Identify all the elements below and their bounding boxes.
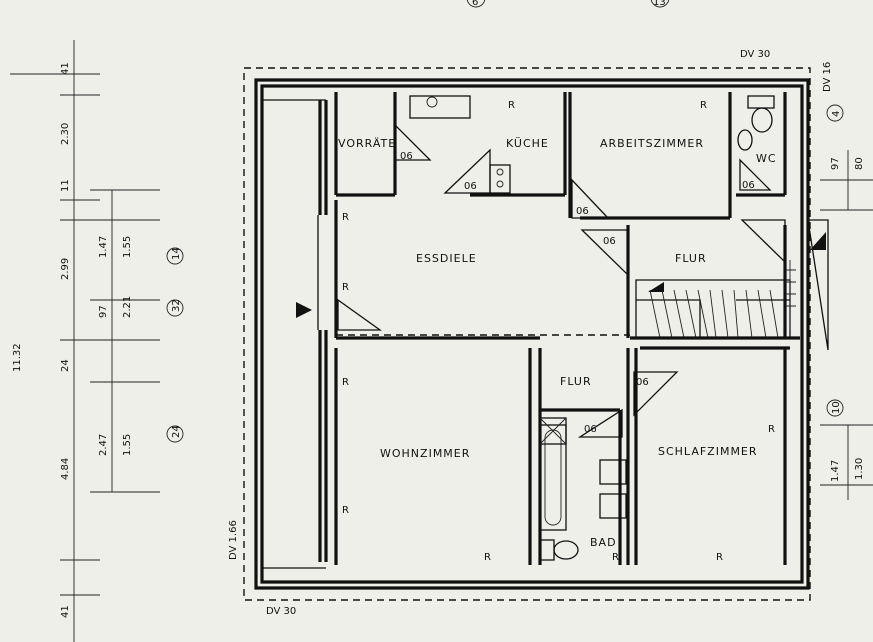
dv-label-bottom: DV 30 [266, 606, 296, 617]
radiator-mark: R [716, 552, 723, 563]
radiator-mark: R [508, 100, 515, 111]
circled-marker: 13 [653, 0, 666, 8]
dim-label: 24 [60, 359, 71, 372]
room-label-bad: BAD [590, 536, 617, 549]
dim-label: 97 [98, 305, 109, 318]
staircase [635, 260, 796, 339]
room-label-wc: WC [756, 152, 777, 165]
dv-label-right: DV 16 [822, 62, 833, 92]
dim-label: 1.47 [830, 460, 841, 482]
left-dimension-lines [10, 40, 160, 642]
dim-label: 2.30 [60, 123, 71, 145]
outer-walls [243, 67, 811, 601]
interior-walls [334, 92, 800, 565]
circled-marker: 6 [472, 0, 478, 8]
circled-marker: 24 [171, 425, 182, 438]
room-label-arbeitszimmer: ARBEITSZIMMER [600, 137, 704, 150]
dim-label: 4.84 [60, 458, 71, 480]
room-label-flur-top: FLUR [675, 252, 707, 265]
circled-marker: 14 [171, 247, 182, 260]
stair-arrow-icon [648, 282, 664, 292]
room-label-schlafzimmer: SCHLAFZIMMER [658, 445, 758, 458]
dim-label: 97 [830, 157, 841, 170]
side-entrance-arrow-icon [810, 232, 826, 250]
radiator-mark: R [700, 100, 707, 111]
dv-label-top: DV 30 [740, 49, 770, 60]
circled-marker: 32 [171, 299, 182, 312]
dim-label: 41 [60, 605, 71, 618]
bath-fixtures [539, 417, 627, 561]
dim-label: 2.99 [60, 258, 71, 280]
radiator-mark: R [612, 552, 619, 563]
left-circled-markers [166, 247, 184, 443]
dim-label: 2.21 [122, 296, 133, 318]
entrance-arrow-icon [296, 302, 312, 318]
top-circled-markers [466, 0, 670, 8]
right-circled-markers [826, 104, 844, 417]
dim-label: 80 [854, 157, 865, 170]
kitchen-fixtures [409, 95, 511, 194]
door-label: 06 [584, 424, 597, 435]
doors [337, 123, 829, 438]
dim-label: 11 [60, 179, 71, 192]
wc-fixtures [737, 95, 775, 151]
door-label: 06 [400, 151, 413, 162]
right-dimension-lines [820, 150, 873, 500]
circled-marker: 4 [831, 111, 842, 117]
door-label: 06 [603, 236, 616, 247]
radiator-mark: R [342, 212, 349, 223]
circled-marker: 10 [831, 401, 842, 414]
dv-label-left: DV 1.66 [228, 520, 239, 560]
door-label: 06 [576, 206, 589, 217]
dim-label: 41 [60, 62, 71, 75]
door-label: 06 [742, 180, 755, 191]
dim-label-total: 11.32 [12, 343, 23, 372]
dim-label: 1.55 [122, 236, 133, 258]
room-label-essdiele: ESSDIELE [416, 252, 477, 265]
radiator-mark: R [342, 505, 349, 516]
dim-label: 1.55 [122, 434, 133, 456]
radiator-mark: R [342, 282, 349, 293]
radiator-mark: R [484, 552, 491, 563]
door-label: 06 [636, 377, 649, 388]
dim-label: 1.47 [98, 236, 109, 258]
dim-label: 2.47 [98, 434, 109, 456]
room-label-wohnzimmer: WOHNZIMMER [380, 447, 470, 460]
room-label-vorraete: VORRÄTE [338, 137, 396, 150]
dim-label: 1.30 [854, 458, 865, 480]
door-label: 06 [464, 181, 477, 192]
radiator-mark: R [342, 377, 349, 388]
radiator-mark: R [768, 424, 775, 435]
room-label-kueche: KÜCHE [506, 137, 549, 150]
room-label-flur-mid: FLUR [560, 375, 592, 388]
